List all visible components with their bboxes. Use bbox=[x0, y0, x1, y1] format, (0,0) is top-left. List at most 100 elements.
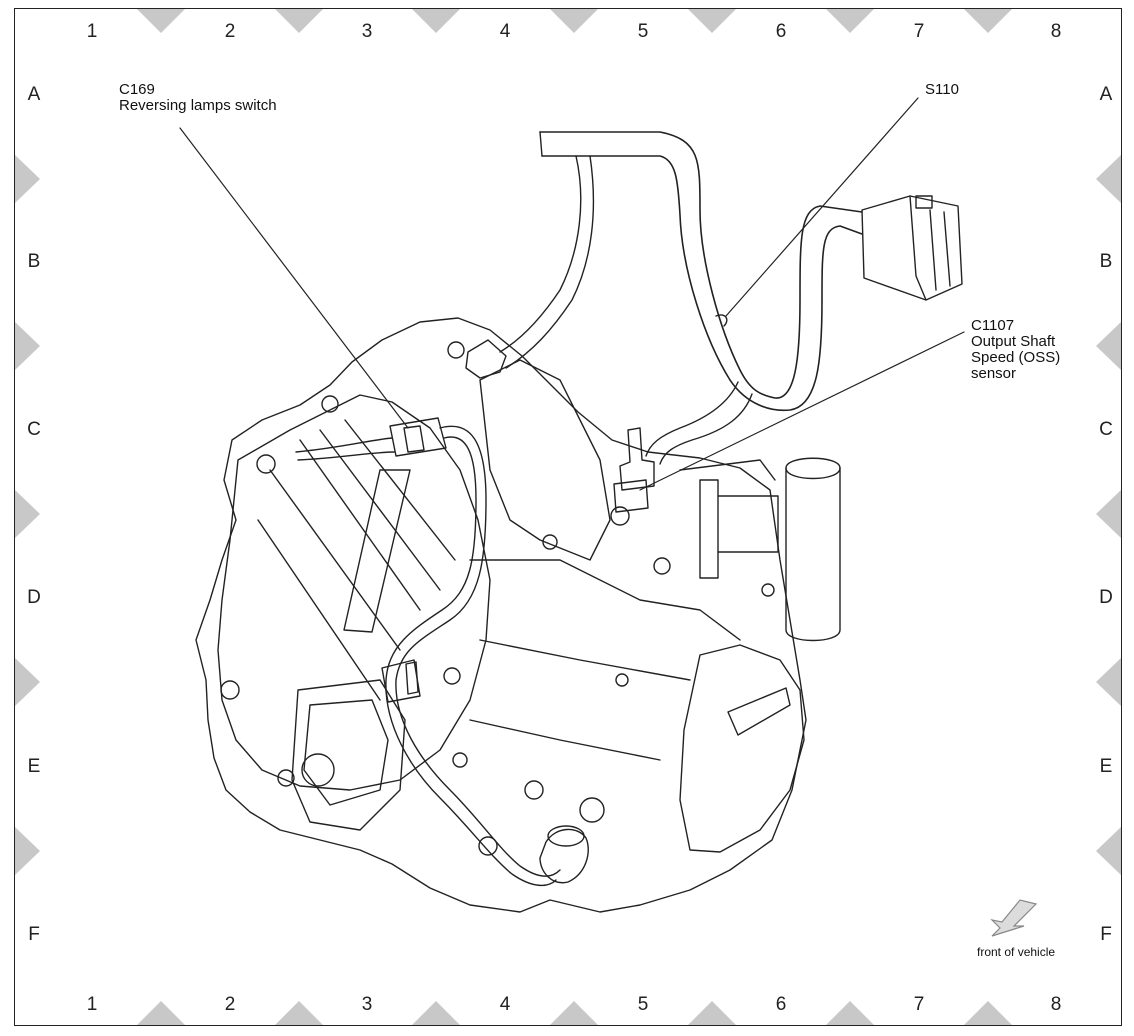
housing-rib bbox=[344, 419, 456, 561]
grid-col-bottom-2: 2 bbox=[224, 994, 236, 1015]
grid-marker-right bbox=[1096, 322, 1121, 370]
leader-c169 bbox=[179, 127, 409, 429]
harness-end-cap bbox=[539, 131, 543, 157]
s110-plug-latch bbox=[915, 195, 933, 209]
grid-row-right-f: F bbox=[1100, 924, 1112, 945]
grid-marker-left bbox=[15, 827, 40, 875]
grid-marker-left bbox=[15, 490, 40, 538]
grid-marker-bottom bbox=[412, 1001, 460, 1025]
callout-s110-code: S110 bbox=[925, 81, 959, 98]
grid-marker-top bbox=[412, 9, 460, 33]
grid-marker-left bbox=[15, 322, 40, 370]
leader-s110 bbox=[725, 97, 919, 317]
housing-rib bbox=[299, 439, 421, 611]
grid-marker-top bbox=[688, 9, 736, 33]
inline-connector bbox=[381, 659, 421, 703]
housing-rib bbox=[257, 519, 381, 701]
grid-col-top-7: 7 bbox=[913, 21, 925, 42]
grid-row-right-b: B bbox=[1099, 251, 1113, 272]
harness-oss-branch bbox=[659, 393, 753, 465]
end-cover bbox=[679, 644, 805, 853]
s110-splice bbox=[715, 314, 728, 327]
grid-row-right-e: E bbox=[1099, 756, 1113, 777]
grid-row-left-a: A bbox=[27, 84, 41, 105]
grid-col-bottom-7: 7 bbox=[913, 994, 925, 1015]
grid-marker-bottom bbox=[137, 1001, 185, 1025]
grid-col-bottom-3: 3 bbox=[361, 994, 373, 1015]
grid-marker-top bbox=[964, 9, 1012, 33]
grid-row-left-d: D bbox=[27, 587, 41, 608]
callout-c169-text: Reversing lamps switch bbox=[119, 97, 277, 114]
bellhousing-flange bbox=[217, 394, 491, 791]
harness-left-branch bbox=[505, 155, 595, 369]
grid-col-bottom-4: 4 bbox=[499, 994, 511, 1015]
grid-marker-bottom bbox=[275, 1001, 323, 1025]
grid-marker-bottom bbox=[826, 1001, 874, 1025]
grid-col-top-3: 3 bbox=[361, 21, 373, 42]
bolt bbox=[615, 673, 629, 687]
case-top bbox=[479, 359, 611, 561]
grid-marker-right bbox=[1096, 658, 1121, 706]
case-seam bbox=[479, 639, 691, 681]
harness-left-branch bbox=[499, 155, 582, 353]
grid-col-bottom-6: 6 bbox=[775, 994, 787, 1015]
grid-markers bbox=[15, 9, 1121, 1025]
harness-connector bbox=[465, 339, 507, 379]
s110-plug-face bbox=[909, 195, 927, 301]
bolt bbox=[542, 534, 558, 550]
harness-main-inner bbox=[541, 155, 863, 412]
bolt bbox=[610, 506, 630, 526]
grid-marker-left bbox=[15, 155, 40, 203]
bolt bbox=[579, 797, 605, 823]
oss-sensor bbox=[619, 427, 655, 491]
grid-marker-top bbox=[826, 9, 874, 33]
grid-row-right-d: D bbox=[1099, 587, 1113, 608]
reverse-harness bbox=[385, 436, 557, 887]
grid-col-bottom-5: 5 bbox=[637, 994, 649, 1015]
grid-col-bottom-8: 8 bbox=[1050, 994, 1062, 1015]
grid-col-top-4: 4 bbox=[499, 21, 511, 42]
reverse-harness bbox=[295, 437, 393, 453]
shift-rod bbox=[679, 459, 776, 481]
callout-c1107-line1: Output Shaft bbox=[971, 333, 1056, 350]
transmission-housing-outline bbox=[195, 317, 807, 913]
bottom-connector-end bbox=[547, 825, 585, 847]
grid-marker-bottom bbox=[550, 1001, 598, 1025]
shift-bracket bbox=[717, 495, 779, 553]
grid-marker-right bbox=[1096, 490, 1121, 538]
reverse-switch-connector-detail bbox=[403, 425, 425, 453]
reverse-harness bbox=[395, 425, 561, 877]
inline-connector-detail bbox=[405, 661, 419, 695]
s110-plug-detail bbox=[943, 211, 951, 287]
case-seam bbox=[469, 559, 741, 641]
grid-row-left-e: E bbox=[27, 756, 41, 777]
oss-sensor-body bbox=[613, 479, 649, 513]
grid-row-left-c: C bbox=[27, 419, 41, 440]
grid-row-right-a: A bbox=[1099, 84, 1113, 105]
mounting-bracket bbox=[343, 469, 411, 633]
bolt bbox=[321, 395, 339, 413]
grid-marker-bottom bbox=[964, 1001, 1012, 1025]
reverse-switch-connector bbox=[389, 417, 447, 457]
bolt bbox=[301, 753, 335, 787]
callout-c1107-line3: sensor bbox=[971, 365, 1017, 382]
bolt bbox=[653, 557, 671, 575]
shift-lever bbox=[699, 479, 719, 579]
grid-marker-left bbox=[15, 658, 40, 706]
bolt bbox=[220, 680, 240, 700]
lower-housing-block bbox=[291, 679, 406, 831]
leader-c1107 bbox=[639, 331, 965, 491]
diagram-frame bbox=[14, 8, 1122, 1026]
bolt bbox=[478, 836, 498, 856]
front-of-vehicle-arrow bbox=[990, 899, 1038, 937]
housing-rib bbox=[319, 429, 441, 591]
bottom-connector bbox=[539, 828, 589, 884]
harness-main-outer bbox=[539, 131, 863, 399]
lower-housing-detail bbox=[303, 699, 389, 806]
bolt bbox=[256, 454, 276, 474]
grid-marker-top bbox=[137, 9, 185, 33]
callout-c1107-code: C1107 bbox=[971, 317, 1015, 334]
bolt bbox=[447, 341, 465, 359]
grid-col-top-5: 5 bbox=[637, 21, 649, 42]
